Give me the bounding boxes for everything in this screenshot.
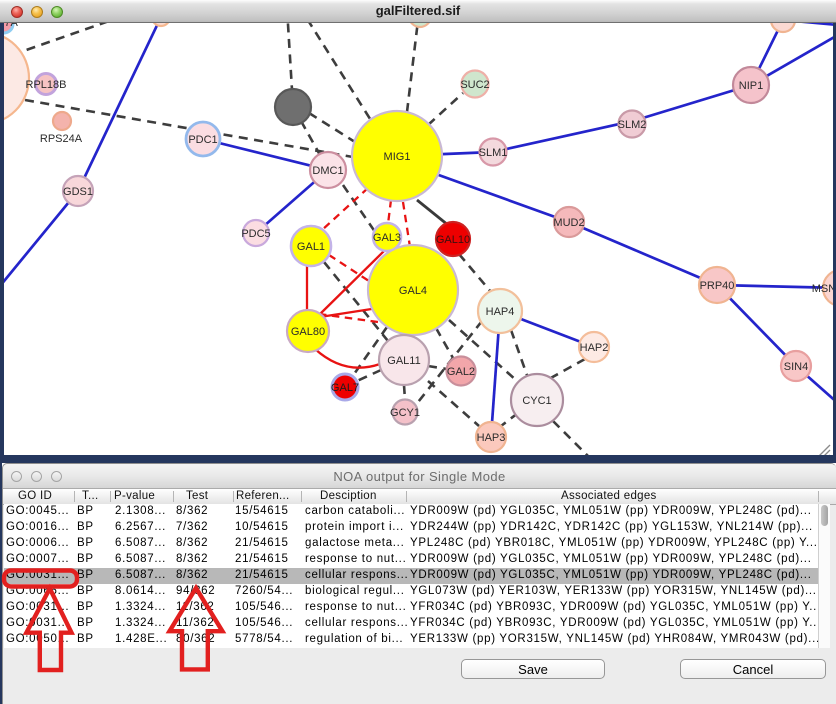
svg-text:MIG1: MIG1 <box>384 151 411 163</box>
svg-text:MSN4: MSN4 <box>812 283 836 295</box>
svg-text:SUC2: SUC2 <box>460 79 489 91</box>
svg-text:HAP4: HAP4 <box>486 306 515 318</box>
svg-text:GAL4: GAL4 <box>399 285 427 297</box>
svg-text:SIN4: SIN4 <box>784 361 808 373</box>
svg-text:GAL2: GAL2 <box>447 366 475 378</box>
svg-text:MUD2: MUD2 <box>553 217 584 229</box>
svg-text:GAL7: GAL7 <box>331 382 359 394</box>
svg-text:NIP1: NIP1 <box>739 80 763 92</box>
svg-text:GCY1: GCY1 <box>390 407 420 419</box>
svg-text:GDS1: GDS1 <box>63 186 93 198</box>
svg-text:GAL80: GAL80 <box>291 326 325 338</box>
svg-text:17A: 17A <box>0 22 18 29</box>
svg-text:RPS24A: RPS24A <box>40 133 83 145</box>
svg-text:SLM2: SLM2 <box>618 119 647 131</box>
svg-text:CYC1: CYC1 <box>522 395 551 407</box>
svg-text:PDC5: PDC5 <box>241 228 270 240</box>
svg-text:GAL11: GAL11 <box>387 355 420 367</box>
svg-text:RPL18B: RPL18B <box>26 79 67 91</box>
svg-text:GAL3: GAL3 <box>373 232 401 244</box>
svg-text:PDC1: PDC1 <box>188 134 217 146</box>
svg-text:GAL10: GAL10 <box>436 234 470 246</box>
svg-text:PRP40: PRP40 <box>700 280 735 292</box>
svg-text:GAL1: GAL1 <box>297 241 325 253</box>
svg-text:SLM1: SLM1 <box>479 147 508 159</box>
svg-text:DMC1: DMC1 <box>312 165 343 177</box>
svg-text:HAP2: HAP2 <box>580 342 609 354</box>
svg-text:HAP3: HAP3 <box>477 432 506 444</box>
